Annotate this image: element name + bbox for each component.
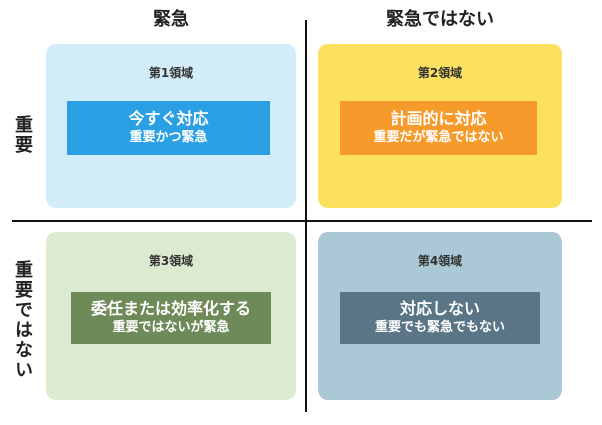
- quadrant-action: 対応しない: [399, 299, 480, 318]
- quadrant-4: 第4領域 対応しない 重要でも緊急でもない: [318, 232, 562, 400]
- quadrant-label: 第1領域: [148, 66, 194, 80]
- row-header-not-important: 重要ではない: [12, 260, 33, 380]
- quadrant-3: 第3領域 委任または効率化する 重要ではないが緊急: [46, 232, 296, 400]
- quadrant-label: 第2領域: [417, 66, 463, 80]
- quadrant-description: 重要だが緊急ではない: [373, 130, 504, 145]
- quadrant-1: 第1領域 今すぐ対応 重要かつ緊急: [46, 44, 296, 208]
- quadrant-action-box: 計画的に対応 重要だが緊急ではない: [340, 101, 537, 155]
- quadrant-action: 委任または効率化する: [90, 299, 251, 318]
- quadrant-action-box: 対応しない 重要でも緊急でもない: [340, 292, 540, 344]
- horizontal-axis-line: [12, 220, 592, 222]
- quadrant-action: 今すぐ対応: [128, 109, 209, 128]
- quadrant-label: 第4領域: [417, 254, 463, 268]
- quadrant-action: 計画的に対応: [390, 109, 487, 128]
- column-header-urgent: 緊急: [153, 9, 189, 30]
- row-header-important: 重要: [12, 115, 33, 155]
- quadrant-description: 重要でも緊急でもない: [374, 320, 505, 335]
- quadrant-action-box: 今すぐ対応 重要かつ緊急: [67, 101, 270, 155]
- quadrant-label: 第3領域: [148, 254, 194, 268]
- quadrant-description: 重要かつ緊急: [129, 130, 208, 145]
- vertical-axis-line: [305, 20, 307, 412]
- quadrant-2: 第2領域 計画的に対応 重要だが緊急ではない: [318, 44, 562, 208]
- quadrant-description: 重要ではないが緊急: [112, 320, 230, 335]
- column-header-not-urgent: 緊急ではない: [386, 9, 494, 30]
- quadrant-action-box: 委任または効率化する 重要ではないが緊急: [71, 292, 271, 344]
